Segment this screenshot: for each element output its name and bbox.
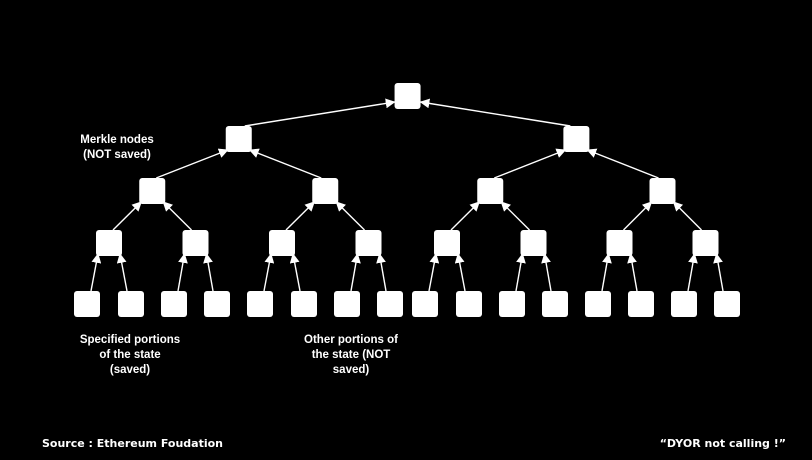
leaf-node (74, 291, 100, 317)
leaf-node (714, 291, 740, 317)
tree-edge-arrow (112, 201, 142, 231)
tree-edge-arrow (376, 253, 387, 292)
tree-edge-arrow (350, 253, 361, 292)
tree-edge-arrow (285, 201, 315, 231)
merkle-node (520, 230, 547, 256)
tree-edge-arrow (289, 253, 301, 292)
specified-portions-label-line: of the state (99, 349, 161, 361)
leaf-node (204, 291, 230, 317)
tree-edge-arrow (428, 253, 440, 292)
merkle-node (563, 126, 590, 152)
tree-edge-arrow (155, 148, 229, 179)
tree-edge-arrow (203, 253, 214, 292)
tree-edge-arrow (454, 253, 466, 292)
tree-edge-arrow (248, 148, 322, 179)
tree-edge-arrow (162, 201, 192, 231)
tree-edge-arrow (586, 148, 659, 179)
tree-edge-arrow (116, 253, 128, 292)
tree-edge-arrow (601, 253, 612, 292)
tree-edge-arrow (541, 253, 552, 292)
root-node (394, 83, 421, 109)
tree-edge-arrow (493, 148, 567, 179)
tree-edge-arrow (687, 253, 698, 292)
other-portions-label-line: the state (NOT (311, 349, 391, 361)
merkle-node (477, 178, 504, 204)
specified-portions-label-line: (saved) (109, 364, 151, 376)
tree-edge-arrow (419, 98, 571, 127)
merkle-nodes-label: Merkle nodes (NOT saved) (62, 133, 172, 163)
tree-edge-arrow (713, 253, 724, 292)
merkle-node (269, 230, 295, 256)
disclaimer-quote: “DYOR not calling !” (659, 437, 786, 450)
specified-portions-label-line: Specified portions (79, 334, 181, 346)
tree-edges (90, 98, 724, 292)
leaf-node (628, 291, 654, 317)
merkle-node (434, 230, 460, 256)
leaf-node (456, 291, 482, 317)
other-portions-label-line: saved) (332, 364, 370, 376)
tree-edge-arrow (335, 201, 365, 231)
tree-edge-arrow (627, 253, 638, 292)
merkle-nodes-label-line: Merkle nodes (80, 134, 154, 146)
tree-edge-arrow (90, 253, 102, 292)
merkle-node (225, 126, 252, 152)
tree-edge-arrow (450, 201, 480, 231)
merkle-nodes-label-line: (NOT saved) (83, 149, 151, 161)
other-portions-label: Other portions of the state (NOT saved) (281, 333, 421, 378)
merkle-node (355, 230, 382, 256)
leaf-node (585, 291, 611, 317)
tree-edge-arrow (672, 201, 702, 231)
tree-edge-arrow (515, 253, 526, 292)
tree-edge-arrow (263, 253, 275, 292)
specified-portions-label: Specified portions of the state (saved) (60, 333, 200, 378)
leaf-node (499, 291, 525, 317)
leaf-node (671, 291, 697, 317)
merkle-node (692, 230, 719, 256)
tree-edge-arrow (500, 201, 530, 231)
leaf-node (377, 291, 403, 317)
leaf-node (334, 291, 360, 317)
merkle-node (312, 178, 339, 204)
tree-edge-arrow (623, 201, 653, 231)
tree-edge-arrow (244, 98, 396, 127)
merkle-node (139, 178, 166, 204)
leaf-node (247, 291, 273, 317)
other-portions-label-line: Other portions of (304, 334, 398, 346)
leaf-node (542, 291, 568, 317)
leaf-node (161, 291, 187, 317)
merkle-node (606, 230, 633, 256)
merkle-node (182, 230, 209, 256)
tree-nodes (74, 83, 740, 317)
leaf-node (118, 291, 144, 317)
leaf-node (412, 291, 438, 317)
tree-edge-arrow (177, 253, 188, 292)
merkle-node (96, 230, 122, 256)
source-credit: Source : Ethereum Foudation (42, 437, 224, 450)
merkle-node (649, 178, 676, 204)
leaf-node (291, 291, 317, 317)
